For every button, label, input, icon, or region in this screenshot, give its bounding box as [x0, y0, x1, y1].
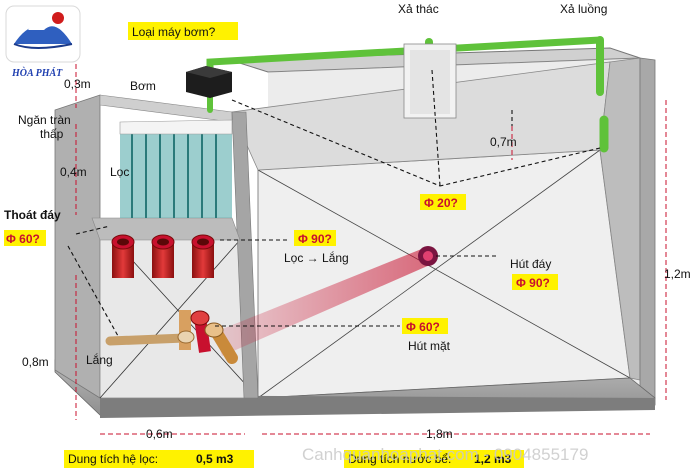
bottom-drain-cap	[418, 246, 438, 266]
stream-outlet-label: Xả luồng	[560, 2, 607, 16]
pond-volume-label: Dung tích nước bể:	[348, 452, 451, 466]
filter-to-settling-label: Lọc → Lắng	[284, 250, 349, 265]
floor-diagonal-1	[257, 169, 631, 379]
pond-right-wall	[639, 57, 656, 401]
bottom-drain-label: Thoát đáy	[4, 208, 61, 222]
waterfall-outlet-box	[403, 43, 457, 119]
pipe-size-phi60-surface: Φ 60?	[406, 320, 440, 334]
dim-pump-height: 0,3m	[64, 77, 91, 91]
floor-diagonal-2	[257, 149, 601, 399]
annotation-arrows	[67, 69, 601, 337]
dimension-lines	[75, 56, 667, 435]
dim-pond-length: 1,8m	[426, 427, 453, 441]
dim-outlet-height: 0,7m	[490, 135, 517, 149]
pipe-size-phi90-filter: Φ 90?	[298, 232, 332, 246]
pipe-size-phi60-drain: Φ 60?	[6, 232, 40, 246]
filter-volume-label: Dung tích hệ lọc:	[68, 452, 158, 466]
pipe-size-phi90-bottom: Φ 90?	[516, 276, 550, 290]
waterfall-outlet-label: Xả thác	[398, 2, 439, 16]
bottom-suction-label: Hút đáy	[510, 257, 551, 271]
bottom-suction-beam	[215, 248, 432, 356]
pump-unit	[186, 66, 232, 98]
dim-filter-height: 0,4m	[60, 165, 87, 179]
hoa-phat-logo	[5, 5, 81, 63]
overflow-chamber-label-2: thấp	[40, 127, 64, 141]
pump-label: Bơm	[130, 79, 156, 93]
filter-to-settling-pipes	[111, 234, 215, 278]
dim-filter-width: 0,6m	[146, 427, 173, 441]
filter-media	[120, 122, 232, 218]
overflow-chamber	[119, 119, 233, 135]
brand-name: HÒA PHÁT	[11, 67, 63, 79]
settling-diagonal-2	[99, 239, 241, 399]
watermark: Canhquanhoaphat.com - 0904855179	[302, 445, 588, 464]
overflow-chamber-label-1: Ngăn tràn	[18, 113, 71, 127]
filter-label: Lọc	[110, 165, 129, 179]
pump-type-question: Loại máy bơm?	[132, 25, 216, 39]
surface-suction-label: Hút mặt	[408, 339, 451, 353]
settling-label: Lắng	[86, 352, 113, 367]
dim-pond-height: 1,2m	[664, 267, 691, 281]
pond-volume-value: 1,2 m3	[474, 452, 512, 466]
slab-bottom	[100, 395, 655, 418]
dim-settling-height: 0,8m	[22, 355, 49, 369]
filter-volume-value: 0,5 m3	[196, 452, 234, 466]
pipe-size-phi20: Φ 20?	[424, 196, 458, 210]
